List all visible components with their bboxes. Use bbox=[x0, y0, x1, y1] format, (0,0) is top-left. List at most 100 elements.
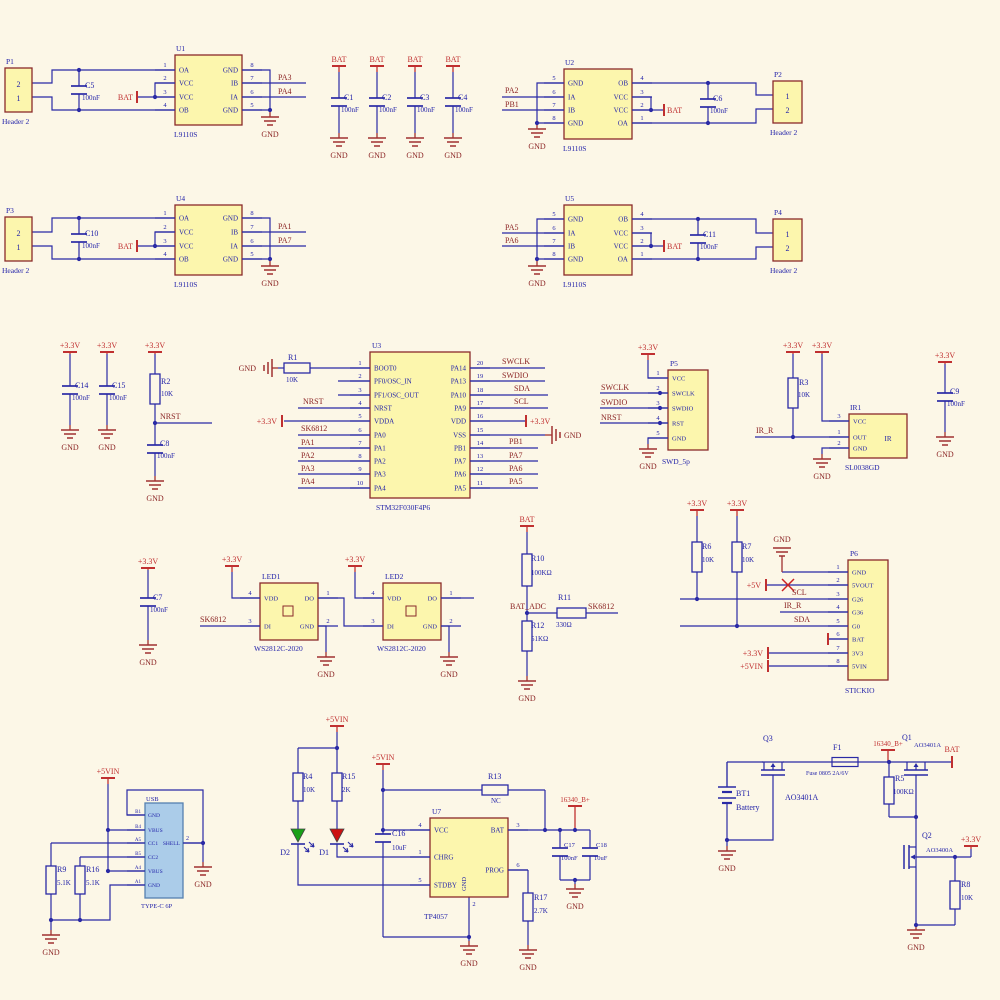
svg-text:BAT: BAT bbox=[445, 55, 460, 64]
svg-text:5: 5 bbox=[250, 102, 253, 109]
power-flag bbox=[786, 351, 800, 354]
svg-text:R5: R5 bbox=[895, 774, 904, 783]
svg-text:VCC: VCC bbox=[614, 94, 629, 102]
svg-text:19: 19 bbox=[477, 373, 484, 380]
svg-text:10K: 10K bbox=[303, 786, 315, 794]
svg-text:L9110S: L9110S bbox=[563, 144, 586, 153]
svg-text:BAT: BAT bbox=[407, 55, 422, 64]
svg-text:AO3401A: AO3401A bbox=[785, 793, 819, 802]
svg-text:1: 1 bbox=[17, 243, 21, 252]
power-flag bbox=[63, 351, 77, 354]
svg-text:10K: 10K bbox=[161, 390, 173, 398]
ic-U3: U3STM32F030F4P61BOOT02PF0/OSC_IN3PF1/OSC… bbox=[350, 341, 490, 512]
capacitor-C1 bbox=[331, 72, 347, 133]
svg-text:BAT: BAT bbox=[944, 745, 959, 754]
svg-text:100nF: 100nF bbox=[82, 242, 100, 250]
svg-text:PA5: PA5 bbox=[454, 485, 466, 493]
svg-text:3: 3 bbox=[640, 225, 643, 232]
svg-text:BAT: BAT bbox=[118, 242, 133, 251]
svg-text:4: 4 bbox=[640, 211, 644, 218]
svg-text:GND: GND bbox=[773, 535, 791, 544]
power-flag bbox=[100, 351, 114, 354]
svg-text:DO: DO bbox=[428, 596, 438, 603]
svg-text:R12: R12 bbox=[531, 621, 544, 630]
svg-text:16340_B+: 16340_B+ bbox=[873, 740, 903, 748]
svg-text:PA3: PA3 bbox=[278, 73, 292, 82]
svg-text:Q1: Q1 bbox=[902, 733, 912, 742]
svg-text:8: 8 bbox=[836, 658, 839, 665]
svg-text:PA7: PA7 bbox=[278, 236, 292, 245]
gnd-symbol bbox=[330, 133, 348, 147]
svg-text:U2: U2 bbox=[565, 58, 574, 67]
svg-text:GND: GND bbox=[61, 443, 79, 452]
svg-text:R2: R2 bbox=[161, 377, 170, 386]
svg-text:GND: GND bbox=[564, 431, 582, 440]
svg-text:1: 1 bbox=[418, 849, 421, 856]
svg-text:BAT_ADC: BAT_ADC bbox=[510, 602, 546, 611]
svg-text:GND: GND bbox=[718, 864, 736, 873]
svg-text:4: 4 bbox=[248, 590, 252, 597]
svg-text:F1: F1 bbox=[833, 743, 841, 752]
power-flag bbox=[815, 351, 829, 354]
svg-text:7: 7 bbox=[552, 238, 556, 245]
svg-text:C3: C3 bbox=[420, 93, 429, 102]
svg-text:STICKIO: STICKIO bbox=[845, 686, 875, 695]
svg-text:+3.3V: +3.3V bbox=[812, 341, 833, 350]
svg-text:WS2812C-2020: WS2812C-2020 bbox=[254, 644, 303, 653]
svg-text:NRST: NRST bbox=[160, 412, 181, 421]
svg-text:+3.3V: +3.3V bbox=[783, 341, 804, 350]
power-flag bbox=[730, 509, 744, 516]
svg-text:R3: R3 bbox=[799, 378, 808, 387]
svg-text:PA1: PA1 bbox=[278, 222, 292, 231]
svg-text:+3.3V: +3.3V bbox=[727, 499, 748, 508]
gnd-symbol bbox=[936, 432, 954, 446]
svg-text:SK6812: SK6812 bbox=[301, 424, 327, 433]
svg-text:1: 1 bbox=[163, 62, 166, 69]
svg-text:3: 3 bbox=[656, 400, 659, 407]
svg-text:8: 8 bbox=[250, 210, 253, 217]
svg-text:PB1: PB1 bbox=[454, 445, 467, 453]
svg-text:2: 2 bbox=[640, 102, 643, 109]
svg-text:100nF: 100nF bbox=[157, 452, 175, 460]
gnd-symbol bbox=[519, 945, 537, 959]
resistor-R16 bbox=[74, 857, 86, 920]
svg-text:2K: 2K bbox=[342, 786, 351, 794]
svg-text:P1: P1 bbox=[6, 57, 14, 66]
gnd-symbol bbox=[139, 640, 157, 654]
svg-text:2: 2 bbox=[786, 244, 790, 253]
gnd-symbol bbox=[368, 133, 386, 147]
svg-text:5: 5 bbox=[552, 75, 555, 82]
svg-text:GND: GND bbox=[518, 694, 536, 703]
svg-text:U4: U4 bbox=[176, 194, 185, 203]
svg-text:100nF: 100nF bbox=[82, 94, 100, 102]
capacitor-C4 bbox=[445, 72, 461, 133]
svg-text:OA: OA bbox=[618, 120, 628, 128]
gnd-symbol bbox=[566, 884, 584, 898]
svg-text:GND: GND bbox=[330, 151, 348, 160]
svg-text:PA1: PA1 bbox=[374, 445, 386, 453]
svg-text:10K: 10K bbox=[742, 556, 754, 564]
svg-text:D1: D1 bbox=[319, 848, 329, 857]
svg-text:GND: GND bbox=[148, 883, 160, 889]
svg-text:+3.3V: +3.3V bbox=[961, 835, 982, 844]
power-flag bbox=[101, 777, 115, 784]
svg-text:1: 1 bbox=[786, 92, 790, 101]
svg-text:B5: B5 bbox=[135, 852, 141, 857]
svg-text:6: 6 bbox=[250, 89, 254, 96]
svg-text:1: 1 bbox=[640, 115, 643, 122]
svg-text:Header 2: Header 2 bbox=[2, 117, 30, 126]
resistor-R8 bbox=[949, 857, 961, 925]
svg-text:DO: DO bbox=[305, 596, 315, 603]
gnd-symbol bbox=[406, 133, 424, 147]
svg-text:AO3400A: AO3400A bbox=[926, 847, 953, 854]
power-flag bbox=[370, 65, 384, 72]
svg-text:OB: OB bbox=[618, 216, 628, 224]
svg-text:SWCLK: SWCLK bbox=[502, 357, 530, 366]
svg-text:20: 20 bbox=[477, 360, 484, 367]
svg-text:2: 2 bbox=[163, 75, 166, 82]
svg-text:C11: C11 bbox=[703, 230, 716, 239]
svg-text:GND: GND bbox=[146, 494, 164, 503]
